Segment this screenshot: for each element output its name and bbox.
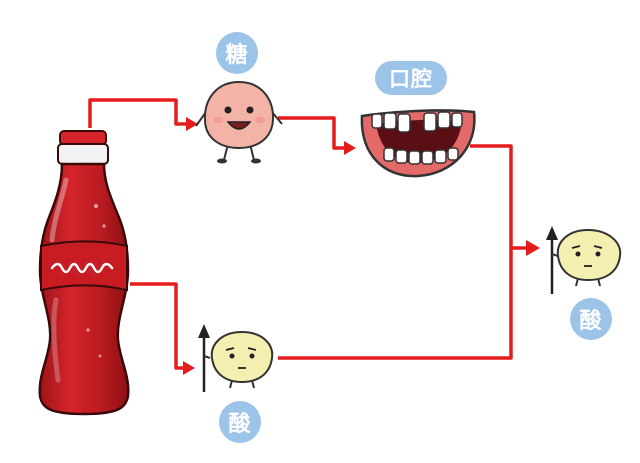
acid-character-right-icon [546, 226, 622, 294]
label-oral-cavity: 口腔 [375, 61, 447, 95]
acid-character-icon [198, 324, 274, 392]
arrow-bottle-to-sugar [88, 98, 198, 131]
soda-bottle-icon [38, 130, 130, 416]
arrow-sugar-to-mouth [278, 116, 356, 155]
label-acid-bottom: 酸 [219, 401, 261, 443]
teeth-mouth-icon [360, 109, 476, 178]
label-acid-right: 酸 [570, 298, 612, 340]
arrow-bottle-to-acid [130, 282, 195, 375]
label-sugar: 糖 [216, 32, 258, 74]
arrow-acid-to-right-acid [278, 248, 513, 360]
arrow-mouth-to-acid [470, 144, 540, 256]
sugar-character-icon [195, 80, 283, 164]
